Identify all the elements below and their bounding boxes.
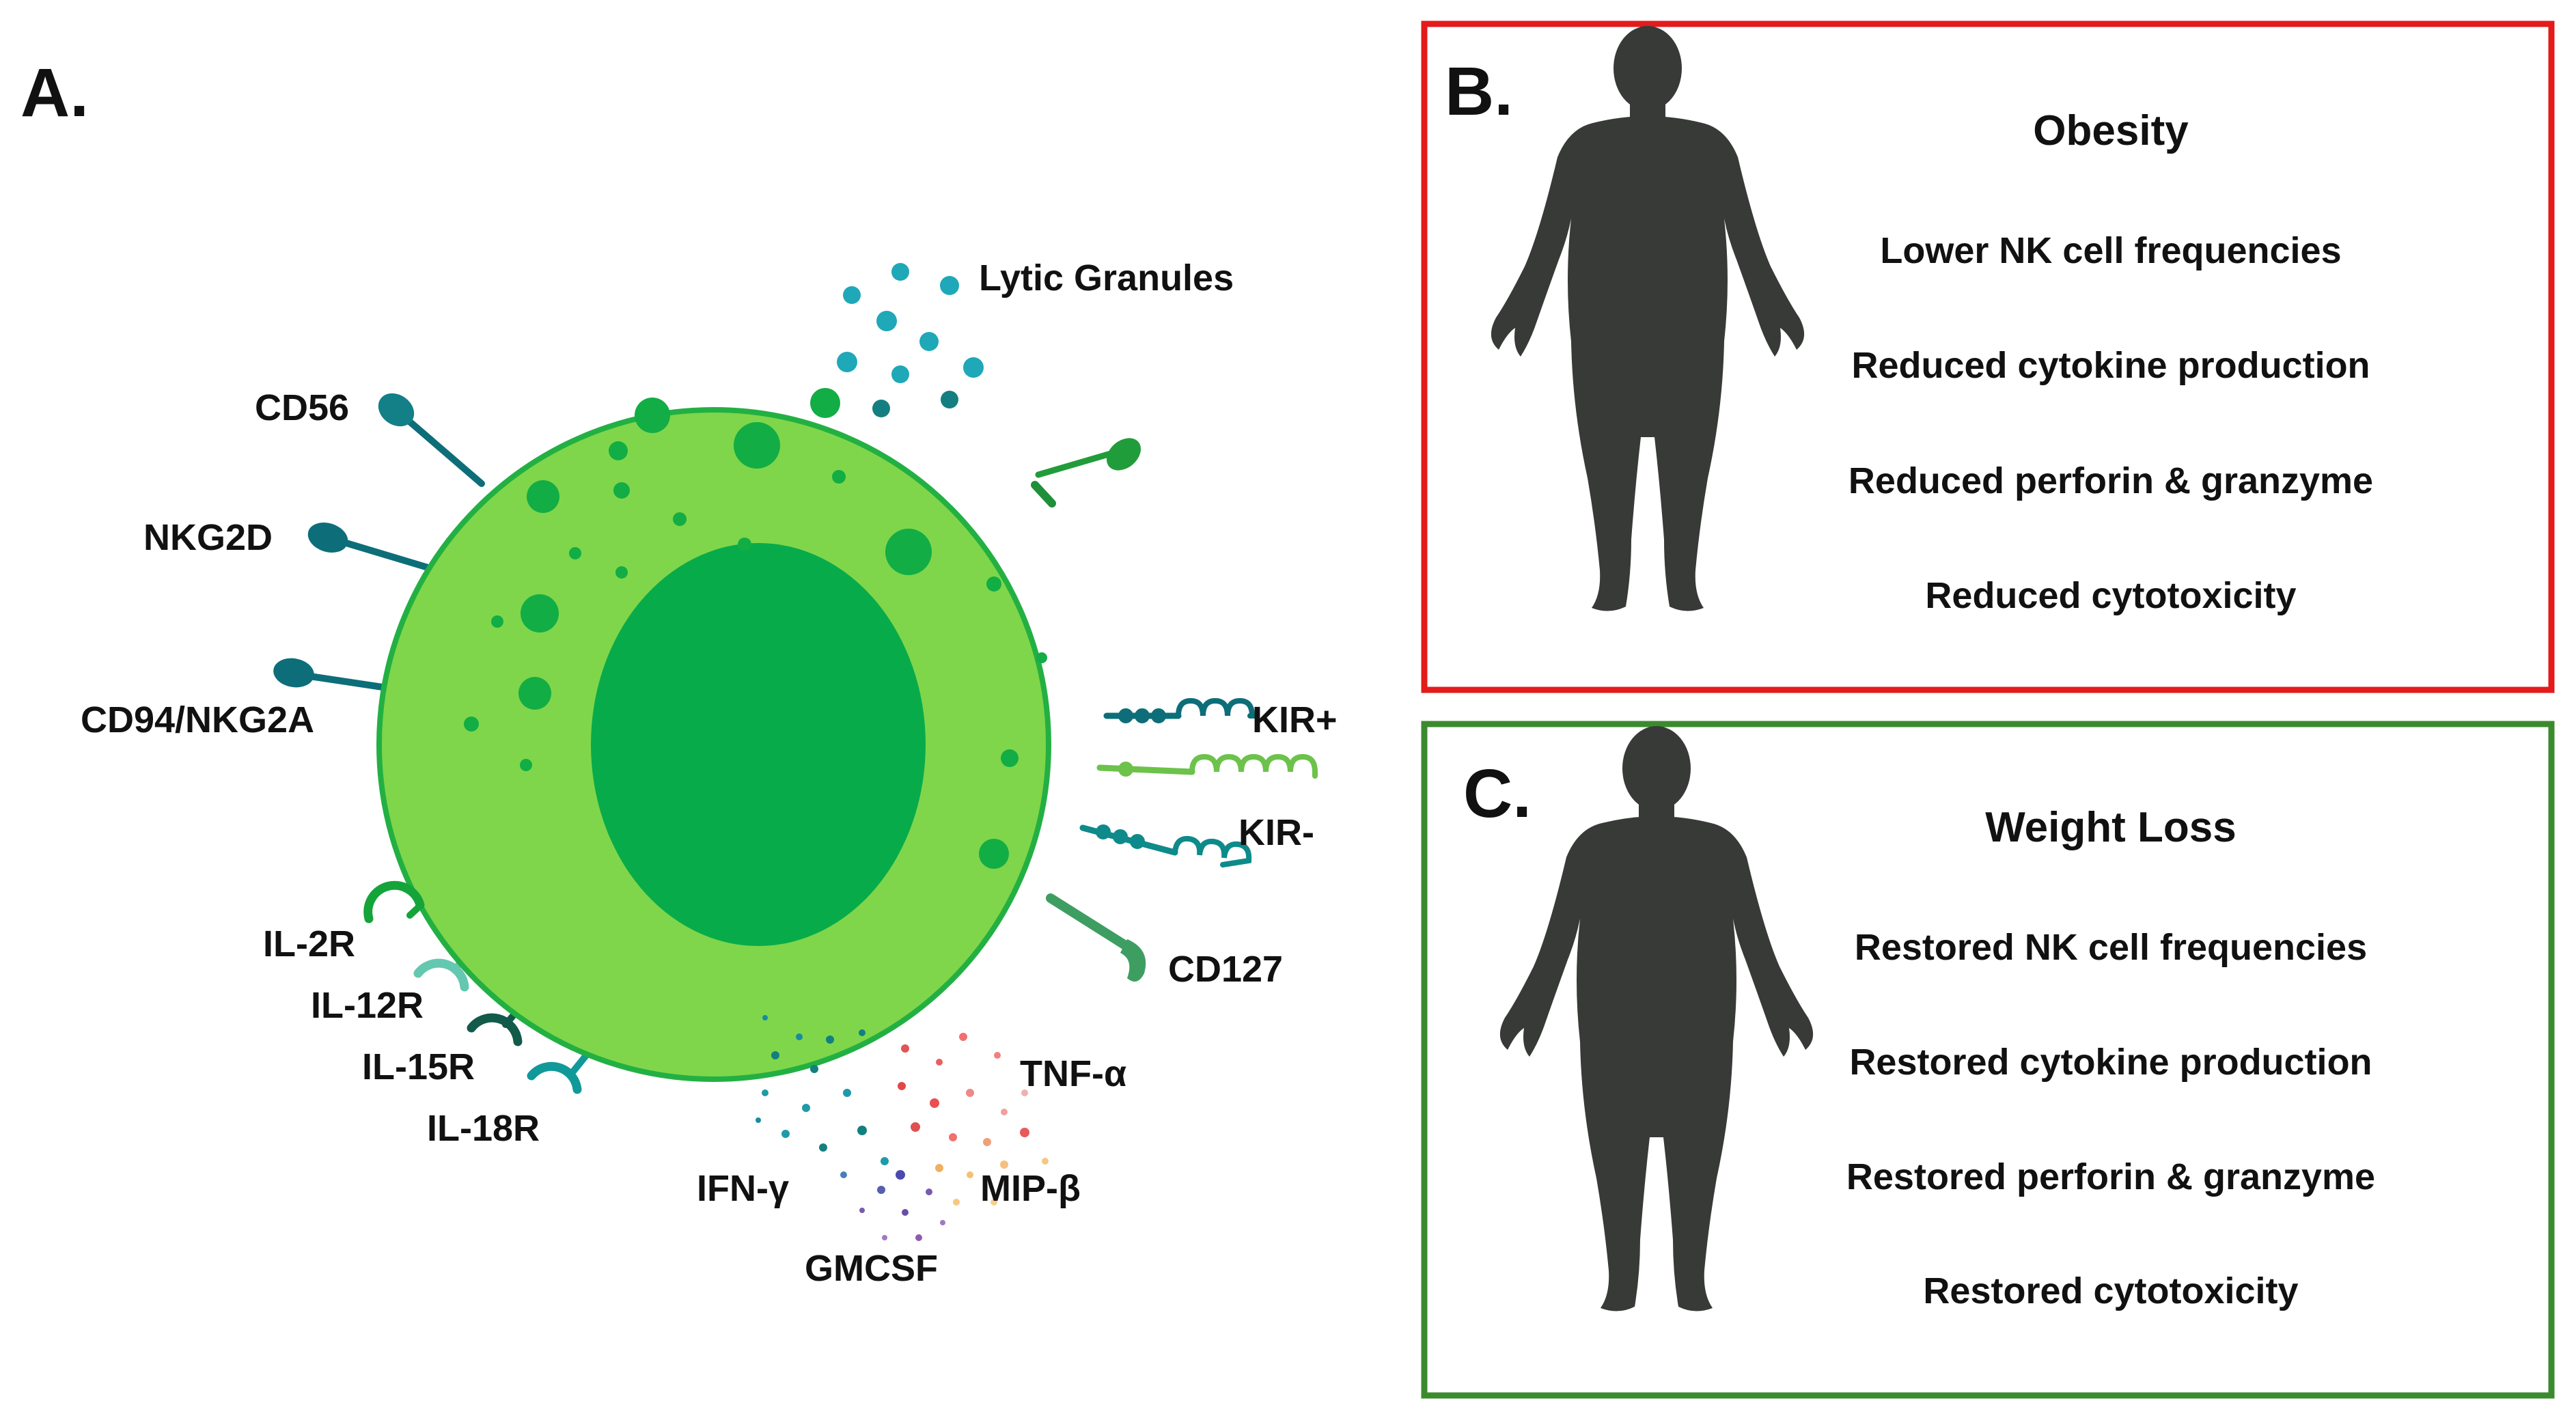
label-ifn-gamma: IFN-γ <box>697 1168 789 1209</box>
panel-a-letter: A. <box>20 55 89 131</box>
weight-loss-silhouette <box>1499 726 1814 1311</box>
label-gmcsf: GMCSF <box>805 1248 938 1289</box>
label-tnf-alpha: TNF-α <box>1020 1053 1126 1094</box>
label-il2r: IL-2R <box>263 923 355 964</box>
lytic-granules <box>837 263 984 417</box>
label-kir-minus: KIR- <box>1238 812 1314 853</box>
panel-b-letter: B. <box>1445 53 1513 130</box>
kir-plus-receptor <box>1118 697 1256 723</box>
panel-c-line-3: Restored perforin & granzyme <box>1846 1156 2375 1197</box>
label-il12r: IL-12R <box>311 985 424 1026</box>
label-cd56: CD56 <box>255 387 349 428</box>
cytokine-cloud <box>756 1015 1049 1241</box>
cd127-receptor-head <box>1120 939 1146 982</box>
panel-c-box <box>1421 721 2555 1399</box>
surface-receptor-head <box>1106 438 1141 471</box>
panel-b-heading: Obesity <box>2033 107 2189 154</box>
il2r-receptor <box>363 880 425 923</box>
label-il18r: IL-18R <box>427 1108 540 1149</box>
label-nkg2d: NKG2D <box>143 517 273 558</box>
panel-c-heading: Weight Loss <box>1985 804 2236 851</box>
label-mip-beta: MIP-β <box>980 1168 1081 1209</box>
label-cd127: CD127 <box>1168 949 1283 990</box>
cd94-receptor-head <box>273 658 314 688</box>
panel-c-line-4: Restored cytotoxicity <box>1923 1270 2298 1311</box>
panel-b-line-1: Lower NK cell frequencies <box>1880 230 2341 271</box>
panel-c-letter: C. <box>1463 755 1532 832</box>
kir-minus-receptor <box>1096 824 1252 867</box>
nucleus <box>591 543 926 946</box>
panel-b-box <box>1421 20 2555 693</box>
membrane-anchor <box>1031 481 1056 508</box>
il15r-receptor <box>467 1013 523 1046</box>
label-cd94: CD94/NKG2A <box>81 699 314 740</box>
nkg2d-receptor-head <box>307 522 348 553</box>
panel-c-line-2: Restored cytokine production <box>1849 1042 2372 1083</box>
il12r-receptor <box>413 958 469 992</box>
il18r-receptor <box>527 1061 582 1094</box>
panel-b-line-4: Reduced cytotoxicity <box>1925 575 2296 616</box>
panel-c-line-1: Restored NK cell frequencies <box>1855 927 2367 968</box>
internal-vesicles <box>464 388 1047 869</box>
label-kir-plus: KIR+ <box>1252 699 1338 740</box>
obesity-silhouette <box>1491 26 1805 611</box>
panel-b-line-3: Reduced perforin & granzyme <box>1848 460 2373 501</box>
cd56-receptor-head <box>378 393 415 427</box>
label-lytic-granules: Lytic Granules <box>979 258 1234 298</box>
kir-receptor-middle <box>1118 753 1318 779</box>
panel-b-line-2: Reduced cytokine production <box>1851 345 2370 386</box>
label-il15r: IL-15R <box>362 1046 475 1087</box>
